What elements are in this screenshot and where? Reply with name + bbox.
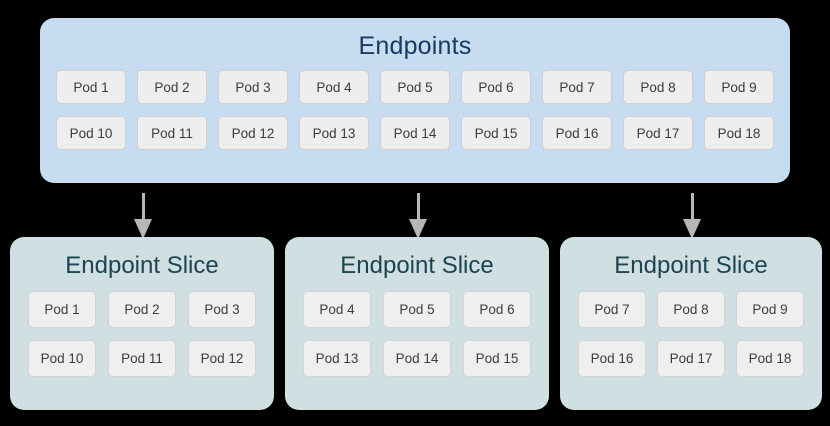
endpoints-panel: Endpoints Pod 1 Pod 2 Pod 3 Pod 4 Pod 5 … bbox=[40, 18, 790, 183]
endpoint-slice-panel-1: Endpoint Slice Pod 1 Pod 2 Pod 3 Pod 10 … bbox=[10, 237, 274, 410]
pod-box[interactable]: Pod 13 bbox=[299, 116, 369, 150]
pod-box[interactable]: Pod 8 bbox=[657, 291, 725, 328]
pod-box[interactable]: Pod 15 bbox=[461, 116, 531, 150]
pod-box[interactable]: Pod 16 bbox=[578, 340, 646, 377]
slice-pod-grid: Pod 7 Pod 8 Pod 9 Pod 16 Pod 17 Pod 18 bbox=[578, 291, 804, 377]
arrow-shaft bbox=[141, 193, 145, 223]
pod-box[interactable]: Pod 18 bbox=[736, 340, 804, 377]
pod-box[interactable]: Pod 14 bbox=[380, 116, 450, 150]
pod-box[interactable]: Pod 14 bbox=[383, 340, 451, 377]
slice-pod-grid: Pod 4 Pod 5 Pod 6 Pod 13 Pod 14 Pod 15 bbox=[303, 291, 531, 377]
pod-box[interactable]: Pod 17 bbox=[657, 340, 725, 377]
arrow-down-icon bbox=[683, 193, 701, 239]
slice-pod-row-2: Pod 16 Pod 17 Pod 18 bbox=[578, 340, 804, 377]
pod-box[interactable]: Pod 7 bbox=[578, 291, 646, 328]
slice-pod-row-2: Pod 10 Pod 11 Pod 12 bbox=[28, 340, 256, 377]
arrow-head bbox=[683, 219, 701, 239]
endpoint-slice-panel-3: Endpoint Slice Pod 7 Pod 8 Pod 9 Pod 16 … bbox=[560, 237, 822, 410]
pod-box[interactable]: Pod 12 bbox=[218, 116, 288, 150]
pod-box[interactable]: Pod 15 bbox=[463, 340, 531, 377]
arrow-down-icon bbox=[409, 193, 427, 239]
endpoints-pod-row-1: Pod 1 Pod 2 Pod 3 Pod 4 Pod 5 Pod 6 Pod … bbox=[56, 70, 774, 104]
pod-box[interactable]: Pod 10 bbox=[56, 116, 126, 150]
endpoints-pod-row-2: Pod 10 Pod 11 Pod 12 Pod 13 Pod 14 Pod 1… bbox=[56, 116, 774, 150]
pod-box[interactable]: Pod 16 bbox=[542, 116, 612, 150]
endpoint-slice-panel-2: Endpoint Slice Pod 4 Pod 5 Pod 6 Pod 13 … bbox=[285, 237, 549, 410]
pod-box[interactable]: Pod 2 bbox=[137, 70, 207, 104]
slice-pod-row-1: Pod 7 Pod 8 Pod 9 bbox=[578, 291, 804, 328]
endpoints-title: Endpoints bbox=[358, 32, 472, 60]
arrow-shaft bbox=[416, 193, 420, 223]
pod-box[interactable]: Pod 4 bbox=[303, 291, 371, 328]
endpoint-slice-title: Endpoint Slice bbox=[614, 252, 768, 279]
slice-pod-row-2: Pod 13 Pod 14 Pod 15 bbox=[303, 340, 531, 377]
slice-pod-row-1: Pod 1 Pod 2 Pod 3 bbox=[28, 291, 256, 328]
pod-box[interactable]: Pod 11 bbox=[137, 116, 207, 150]
slice-pod-row-1: Pod 4 Pod 5 Pod 6 bbox=[303, 291, 531, 328]
pod-box[interactable]: Pod 1 bbox=[28, 291, 96, 328]
arrow-shaft bbox=[690, 193, 694, 223]
arrow-head bbox=[409, 219, 427, 239]
pod-box[interactable]: Pod 4 bbox=[299, 70, 369, 104]
pod-box[interactable]: Pod 11 bbox=[108, 340, 176, 377]
arrow-head bbox=[134, 219, 152, 239]
pod-box[interactable]: Pod 5 bbox=[383, 291, 451, 328]
pod-box[interactable]: Pod 1 bbox=[56, 70, 126, 104]
pod-box[interactable]: Pod 17 bbox=[623, 116, 693, 150]
slice-pod-grid: Pod 1 Pod 2 Pod 3 Pod 10 Pod 11 Pod 12 bbox=[28, 291, 256, 377]
pod-box[interactable]: Pod 8 bbox=[623, 70, 693, 104]
pod-box[interactable]: Pod 9 bbox=[736, 291, 804, 328]
pod-box[interactable]: Pod 10 bbox=[28, 340, 96, 377]
pod-box[interactable]: Pod 13 bbox=[303, 340, 371, 377]
pod-box[interactable]: Pod 3 bbox=[218, 70, 288, 104]
endpoint-slice-title: Endpoint Slice bbox=[340, 252, 494, 279]
pod-box[interactable]: Pod 6 bbox=[463, 291, 531, 328]
pod-box[interactable]: Pod 3 bbox=[188, 291, 256, 328]
pod-box[interactable]: Pod 18 bbox=[704, 116, 774, 150]
pod-box[interactable]: Pod 12 bbox=[188, 340, 256, 377]
pod-box[interactable]: Pod 6 bbox=[461, 70, 531, 104]
pod-box[interactable]: Pod 7 bbox=[542, 70, 612, 104]
endpoints-pod-grid: Pod 1 Pod 2 Pod 3 Pod 4 Pod 5 Pod 6 Pod … bbox=[56, 70, 774, 150]
pod-box[interactable]: Pod 5 bbox=[380, 70, 450, 104]
arrow-down-icon bbox=[134, 193, 152, 239]
pod-box[interactable]: Pod 2 bbox=[108, 291, 176, 328]
endpoint-slice-title: Endpoint Slice bbox=[65, 252, 219, 279]
pod-box[interactable]: Pod 9 bbox=[704, 70, 774, 104]
